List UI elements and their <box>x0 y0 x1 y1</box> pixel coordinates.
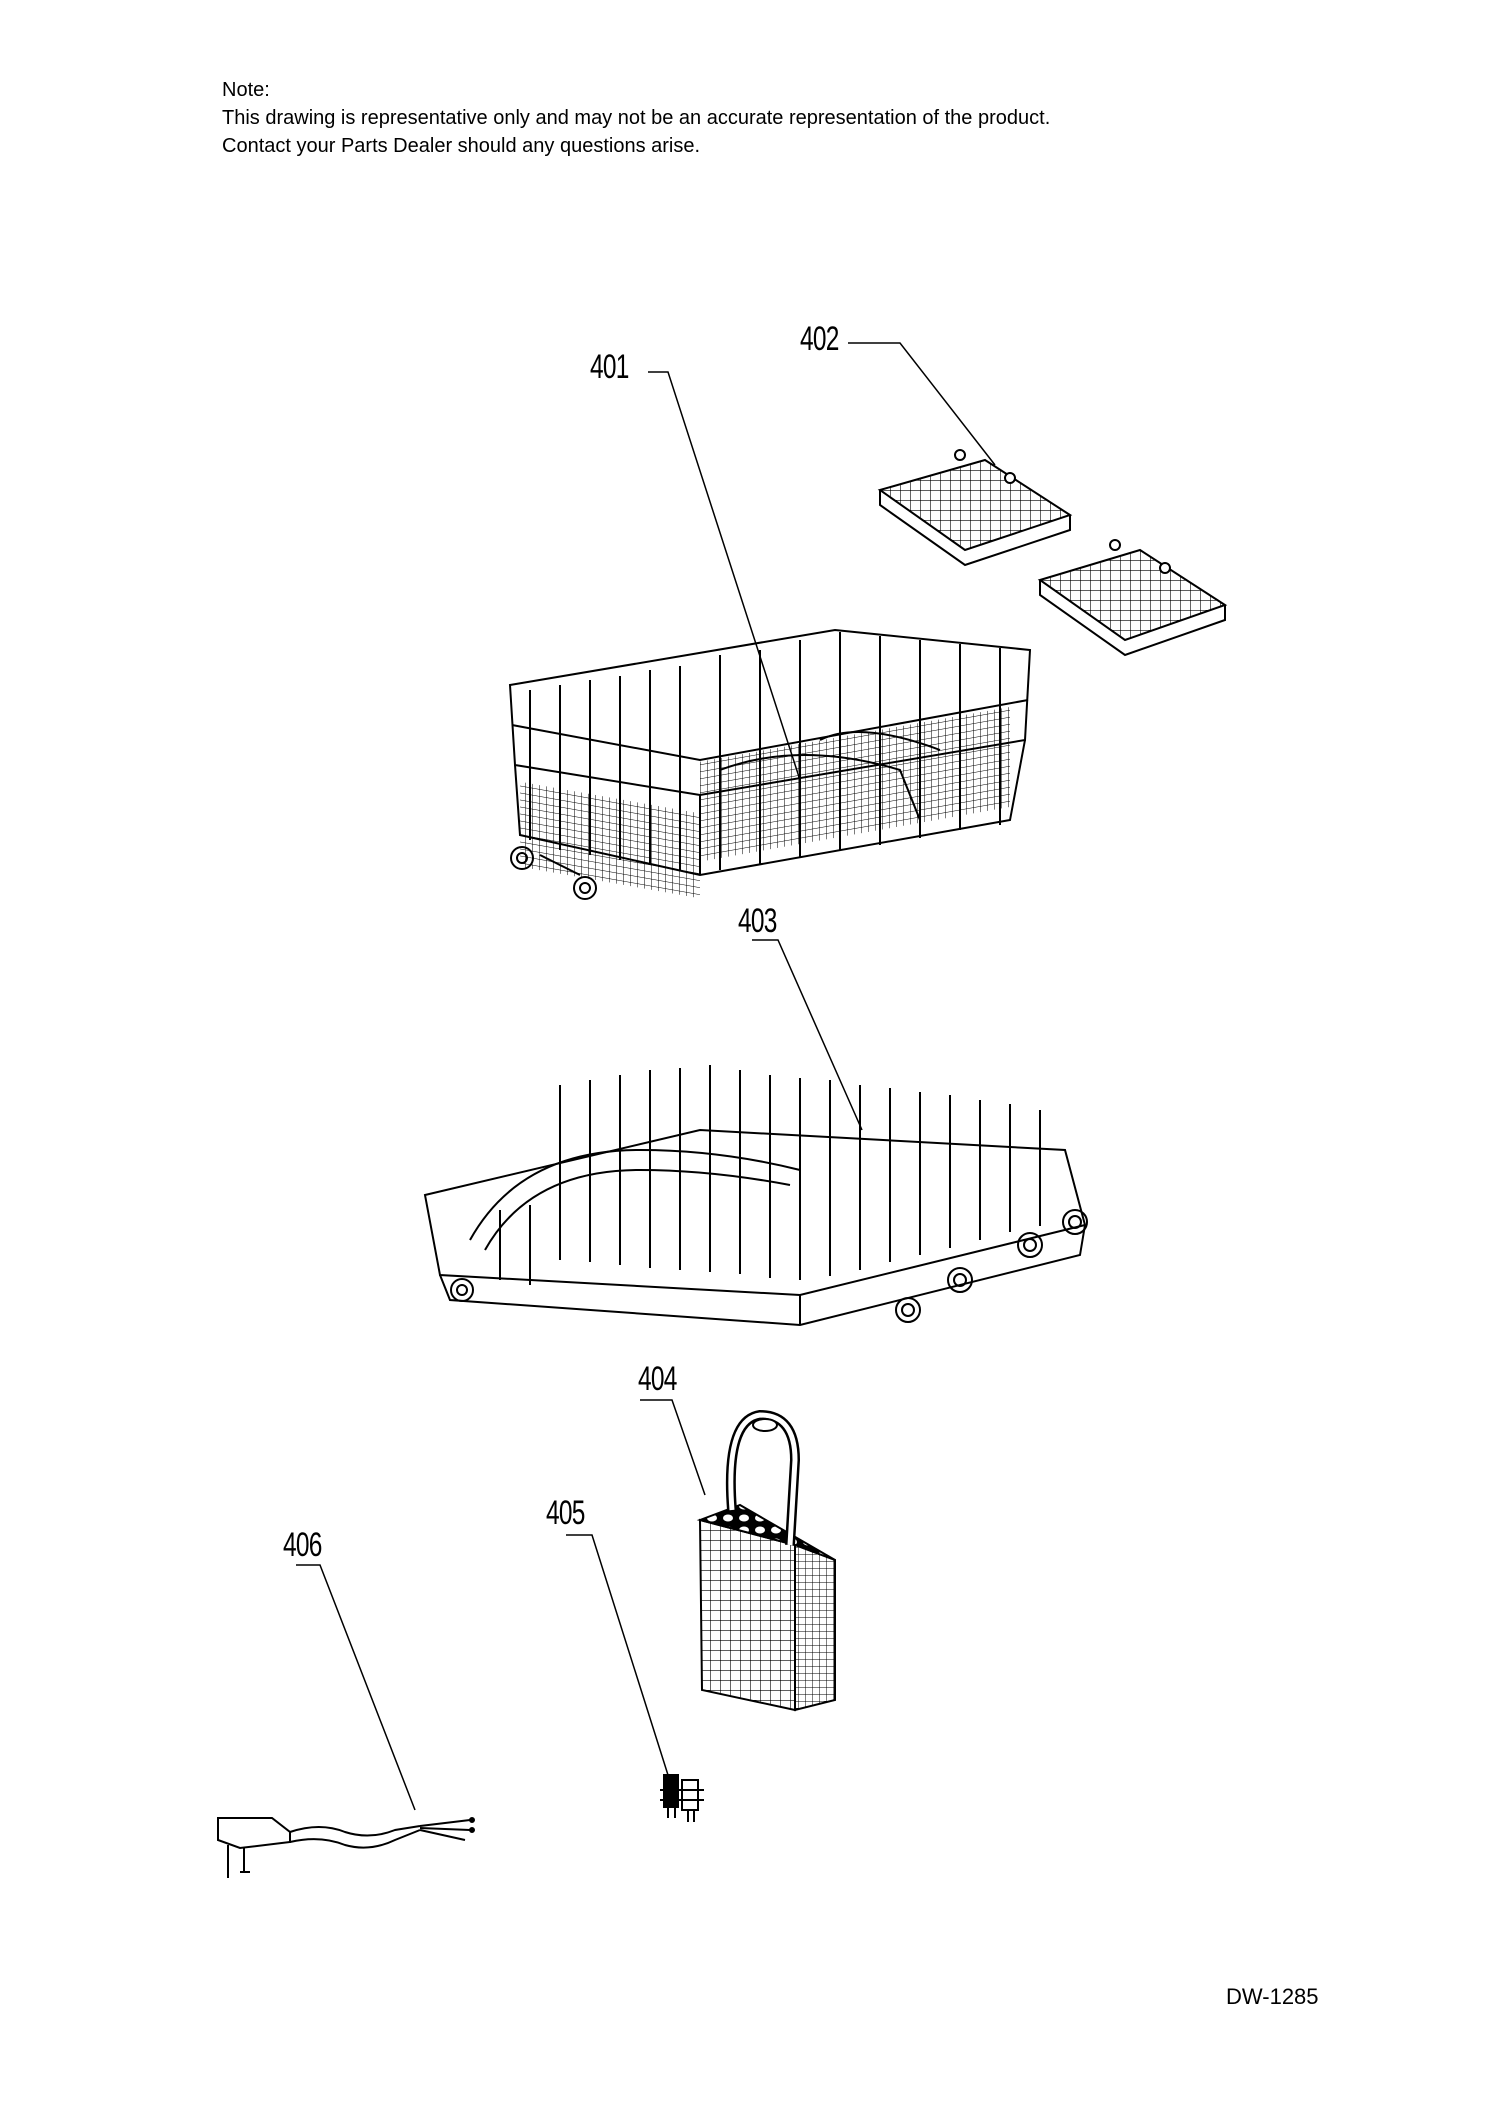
leader-405 <box>566 1534 669 1776</box>
upper-rack-drawing <box>508 628 1032 900</box>
cutlery-basket-drawing <box>696 1409 836 1712</box>
power-cord-drawing <box>217 1817 475 1878</box>
note-line-1: This drawing is representative only and … <box>222 107 1051 129</box>
note-line-2: Contact your Parts Dealer should any que… <box>222 135 701 157</box>
leader-406 <box>296 1564 416 1811</box>
leader-404 <box>640 1399 706 1496</box>
note-heading: Note: <box>222 79 270 101</box>
leader-403 <box>752 939 863 1131</box>
leader-lines <box>296 342 996 1811</box>
note-block: Note: This drawing is representative onl… <box>222 76 1050 160</box>
part-label-403: 403 <box>738 902 777 940</box>
connector-drawing <box>660 1774 704 1822</box>
part-label-401: 401 <box>590 348 629 386</box>
part-label-404: 404 <box>638 1360 677 1398</box>
lower-rack-drawing <box>423 1065 1088 1327</box>
part-label-405: 405 <box>546 1494 585 1532</box>
cup-shelf-drawing <box>877 449 1228 657</box>
leader-402 <box>848 342 996 466</box>
part-label-402: 402 <box>800 320 839 358</box>
leader-401 <box>648 371 801 781</box>
document-code: DW-1285 <box>1226 1984 1319 2009</box>
part-label-406: 406 <box>283 1526 322 1564</box>
